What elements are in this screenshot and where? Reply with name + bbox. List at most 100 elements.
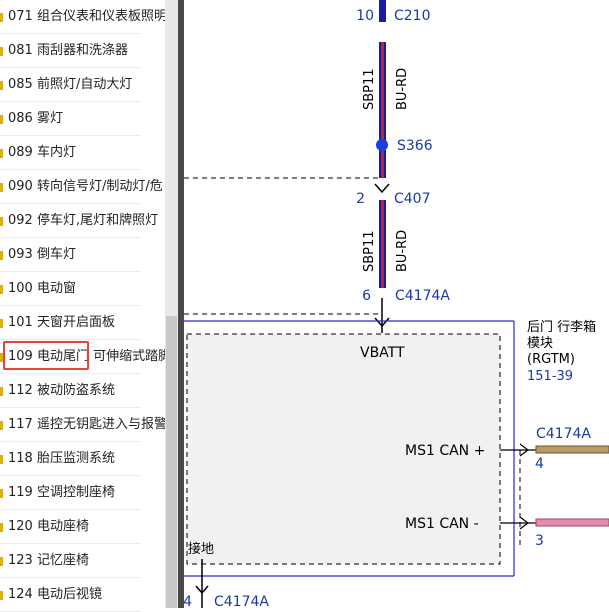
wire-stripe-1 bbox=[381, 42, 384, 142]
bullet-icon bbox=[0, 81, 3, 90]
module-name-line1: 后门 行李箱 bbox=[527, 319, 596, 335]
sidebar-item-123[interactable]: 123 记忆座椅 bbox=[0, 544, 170, 578]
wire1-color-label: BU-RD bbox=[395, 68, 410, 110]
sidebar-item-089[interactable]: 089 车内灯 bbox=[0, 136, 170, 170]
bullet-icon bbox=[0, 489, 3, 498]
sidebar-item-label: 120 电动座椅 bbox=[8, 519, 89, 534]
can-plus-pin: 4 bbox=[535, 456, 544, 472]
connector-label-c407[interactable]: C407 bbox=[394, 191, 431, 207]
sidebar-item-label: 101 天窗开启面板 bbox=[8, 315, 115, 330]
sidebar-item-124[interactable]: 124 电动后视镜 bbox=[0, 578, 170, 612]
sidebar-item-090[interactable]: 090 转向信号灯/制动灯/危 bbox=[0, 170, 170, 204]
module-internal-box bbox=[186, 333, 501, 565]
pin-label-top: 10 bbox=[356, 8, 374, 24]
sidebar-item-label: 124 电动后视镜 bbox=[8, 587, 102, 602]
sidebar-item-label: 089 车内灯 bbox=[8, 145, 76, 160]
sidebar-item-086[interactable]: 086 雾灯 bbox=[0, 102, 170, 136]
pin-label-mid: 2 bbox=[356, 191, 365, 207]
sidebar-item-118[interactable]: 118 胎压监测系统 bbox=[0, 442, 170, 476]
sidebar-item-101[interactable]: 101 天窗开启面板 bbox=[0, 306, 170, 340]
sidebar-item-label: 093 倒车灯 bbox=[8, 247, 76, 262]
selected-item-highlight bbox=[3, 341, 89, 370]
sidebar-item-112[interactable]: 112 被动防盗系统 bbox=[0, 374, 170, 408]
bullet-icon bbox=[0, 285, 3, 294]
sidebar-item-label: 085 前照灯/自动大灯 bbox=[8, 77, 133, 92]
wire2-color-label: BU-RD bbox=[395, 230, 410, 272]
sidebar-item-085[interactable]: 085 前照灯/自动大灯 bbox=[0, 68, 170, 102]
bullet-icon bbox=[0, 523, 3, 532]
pin-label-bottom: 6 bbox=[362, 288, 371, 304]
sidebar-item-label: 117 遥控无钥匙进入与报警 bbox=[8, 417, 167, 432]
bullet-icon bbox=[0, 149, 3, 158]
wire2-circuit-label: SBP11 bbox=[362, 230, 377, 272]
connector-label-c4174a[interactable]: C4174A bbox=[395, 288, 450, 304]
wire-segment-top[interactable] bbox=[379, 0, 386, 22]
can-plus-wire[interactable] bbox=[535, 445, 609, 454]
sidebar-item-label: 092 停车灯,尾灯和牌照灯 bbox=[8, 213, 159, 228]
divider bbox=[0, 509, 140, 510]
sidebar-item-label: 090 转向信号灯/制动灯/危 bbox=[8, 179, 163, 194]
sidebar-item-label: 071 组合仪表和仪表板照明 bbox=[8, 9, 167, 24]
bullet-icon bbox=[0, 13, 3, 22]
vbatt-label: VBATT bbox=[360, 345, 405, 361]
bullet-icon bbox=[0, 251, 3, 260]
divider bbox=[0, 67, 140, 68]
sidebar-item-label: 081 雨刮器和洗涤器 bbox=[8, 43, 128, 58]
bullet-icon bbox=[0, 421, 3, 430]
ground-pin: 4 bbox=[183, 594, 192, 610]
bullet-icon bbox=[0, 591, 3, 600]
sidebar-item-100[interactable]: 100 电动窗 bbox=[0, 272, 170, 306]
sidebar-item-120[interactable]: 120 电动座椅 bbox=[0, 510, 170, 544]
module-name-line2: 模块 bbox=[527, 336, 553, 351]
divider bbox=[0, 339, 140, 340]
divider bbox=[0, 135, 140, 136]
divider bbox=[0, 203, 140, 204]
divider bbox=[0, 271, 140, 272]
divider bbox=[0, 441, 140, 442]
scrollbar-thumb[interactable] bbox=[166, 316, 177, 608]
module-abbrev: (RGTM) bbox=[527, 352, 575, 367]
can-minus-label: MS1 CAN - bbox=[405, 516, 479, 532]
bullet-icon bbox=[0, 353, 3, 362]
can-minus-arrow bbox=[519, 516, 529, 530]
pane-splitter[interactable] bbox=[178, 0, 184, 608]
sidebar-item-092[interactable]: 092 停车灯,尾灯和牌照灯 bbox=[0, 204, 170, 238]
bullet-icon bbox=[0, 183, 3, 192]
connector-label-c210[interactable]: C210 bbox=[394, 8, 431, 24]
divider bbox=[0, 237, 140, 238]
bullet-icon bbox=[0, 557, 3, 566]
sidebar-item-label: 118 胎压监测系统 bbox=[8, 451, 115, 466]
divider bbox=[0, 577, 140, 578]
sidebar-item-label: 112 被动防盗系统 bbox=[8, 383, 115, 398]
sidebar-item-071[interactable]: 071 组合仪表和仪表板照明 bbox=[0, 0, 170, 34]
bullet-icon bbox=[0, 217, 3, 226]
can-plus-label: MS1 CAN + bbox=[405, 443, 485, 459]
sidebar-item-label: 109 电动尾门 可伸缩式踏脚 bbox=[8, 349, 172, 364]
ground-connector[interactable]: C4174A bbox=[214, 594, 269, 610]
can-plus-arrow bbox=[519, 443, 529, 457]
sidebar-item-label: 100 电动窗 bbox=[8, 281, 76, 296]
can-minus-pin: 3 bbox=[535, 533, 544, 549]
module-ref-link[interactable]: 151-39 bbox=[527, 369, 573, 384]
sidebar-item-label: 086 雾灯 bbox=[8, 111, 63, 126]
bullet-icon bbox=[0, 319, 3, 328]
divider bbox=[0, 373, 140, 374]
can-minus-wire[interactable] bbox=[535, 518, 609, 527]
bullet-icon bbox=[0, 47, 3, 56]
sidebar-item-119[interactable]: 119 空调控制座椅 bbox=[0, 476, 170, 510]
connector-arrow-c407 bbox=[374, 183, 390, 194]
can-plus-connector[interactable]: C4174A bbox=[536, 426, 591, 442]
splice-dot[interactable] bbox=[376, 139, 388, 151]
divider bbox=[0, 33, 140, 34]
sidebar-item-117[interactable]: 117 遥控无钥匙进入与报警 bbox=[0, 408, 170, 442]
divider bbox=[0, 475, 140, 476]
sidebar-item-109[interactable]: 109 电动尾门 可伸缩式踏脚 bbox=[0, 340, 172, 374]
splice-label-s366[interactable]: S366 bbox=[397, 138, 433, 154]
sidebar-item-label: 123 记忆座椅 bbox=[8, 553, 89, 568]
divider bbox=[0, 101, 140, 102]
sidebar-item-081[interactable]: 081 雨刮器和洗涤器 bbox=[0, 34, 170, 68]
sidebar-item-093[interactable]: 093 倒车灯 bbox=[0, 238, 170, 272]
wire-stripe-2 bbox=[381, 200, 384, 288]
ground-label: 接地 bbox=[188, 541, 214, 557]
wire-stripe-link bbox=[381, 150, 384, 178]
